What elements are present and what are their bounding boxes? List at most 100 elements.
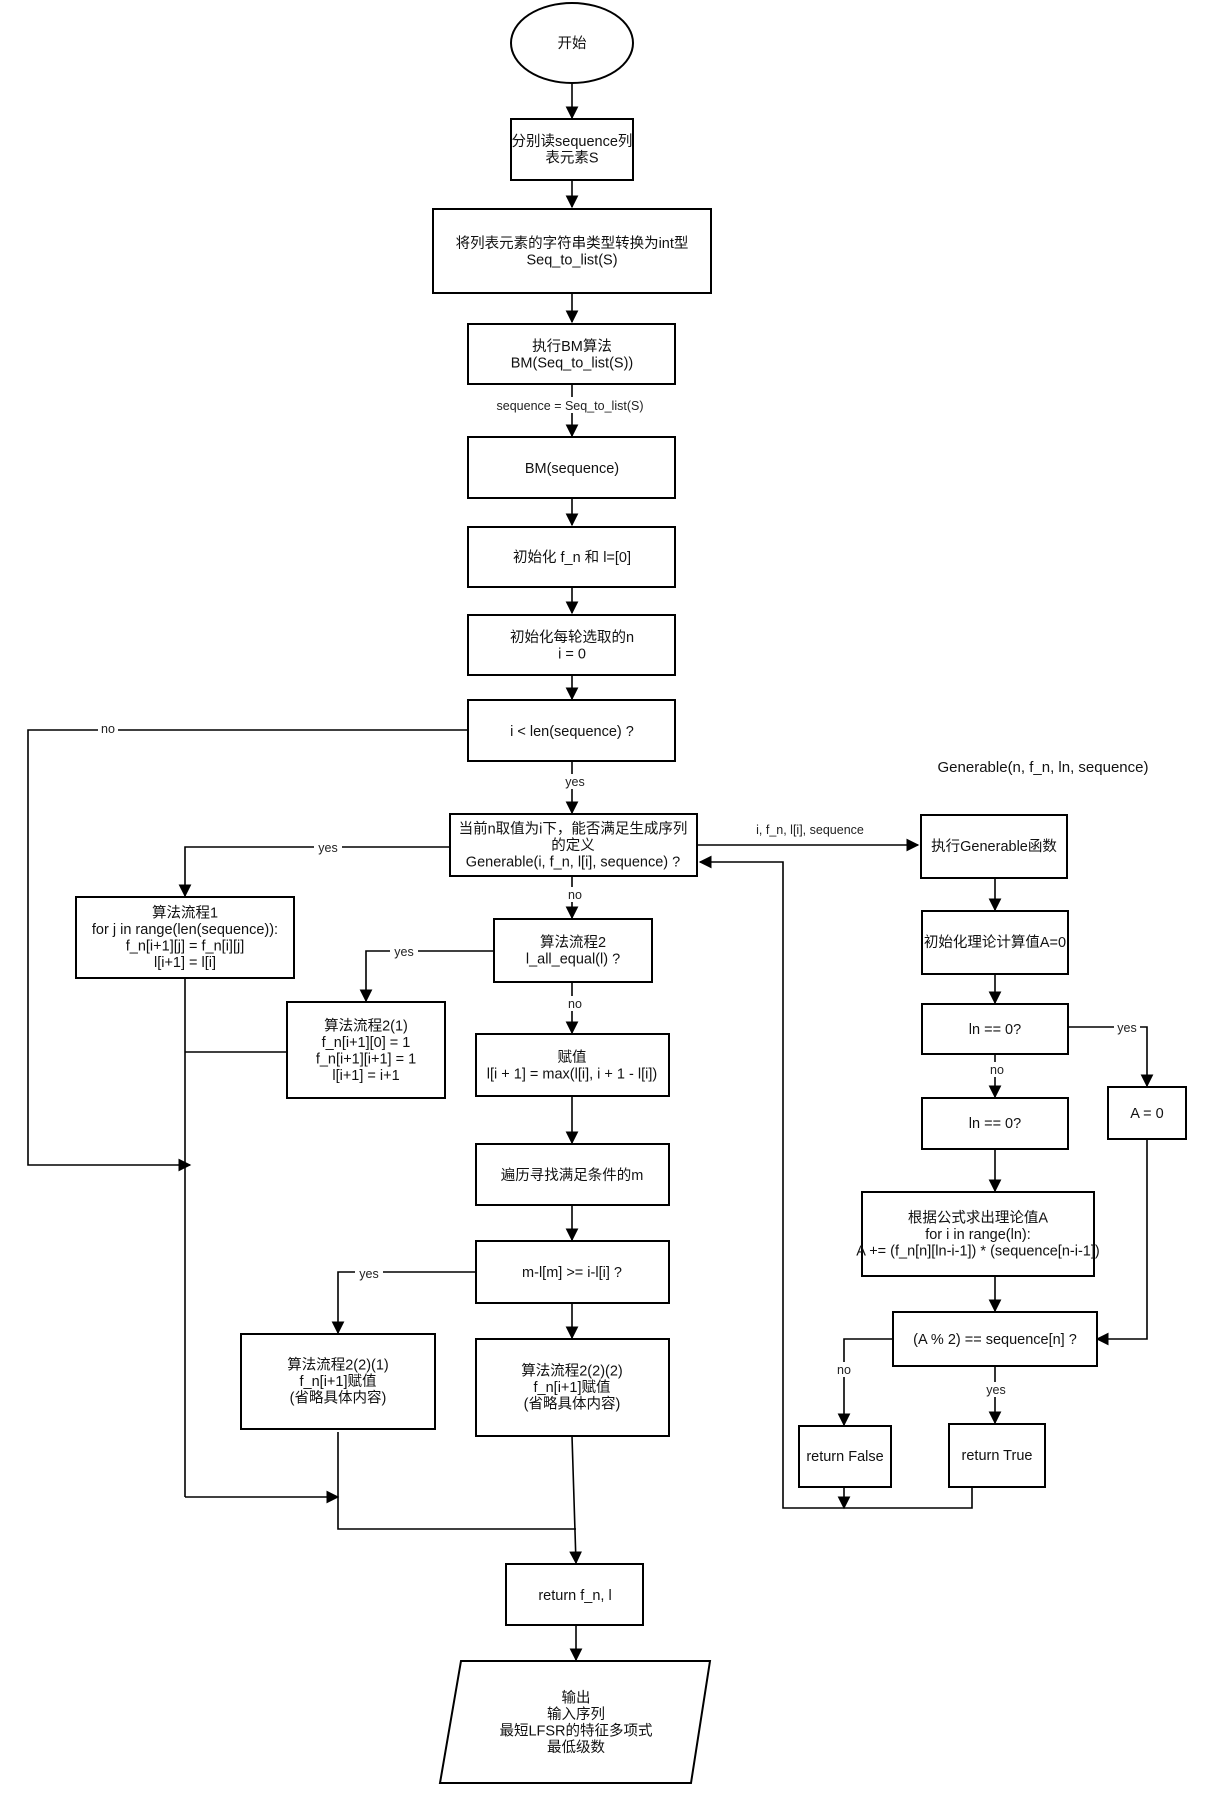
node-line: BM(Seq_to_list(S)) [511,355,633,371]
edge-flow2-2-2-return [569,1435,583,1565]
flow2-2-1-node-text: 算法流程2(2)(1)f_n[i+1]赋值(省略具体内容) [287,1357,389,1407]
flow2-2-2-node-text: 算法流程2(2)(2)f_n[i+1]赋值(省略具体内容) [521,1363,623,1413]
node-line: m-l[m] >= i-l[i] ? [522,1265,622,1281]
ln-zero-1-node-text: ln == 0? [969,1022,1021,1038]
a-zero-node-text: A = 0 [1130,1106,1163,1122]
node-line: 当前n取值为i下，能否满足生成序列 [459,821,688,838]
edge-label-ln-yes: yes [1117,1021,1136,1035]
label-bg [314,840,342,855]
node-line: ln == 0? [969,1116,1021,1132]
node-line: return True [962,1448,1033,1464]
label-bg [565,996,585,1011]
init-n-node-shape [467,614,676,676]
node-line: A = 0 [1130,1106,1163,1122]
node-line: f_n[i+1]赋值 [534,1379,611,1396]
node-line: i < len(sequence) ? [510,724,634,740]
edge-return-back [698,855,973,1509]
edge-label-sequence-assign: sequence = Seq_to_list(S) [497,399,644,413]
edge-flow2-yes [359,950,494,1003]
gen-init-node-text: 初始化理论计算值A=0 [924,934,1066,951]
node-line: 最短LFSR的特征多项式 [499,1722,653,1739]
node-line: 算法流程1 [152,904,218,921]
edge-label-mod-yes: yes [986,1383,1005,1397]
edge-loop-no [27,729,468,1172]
node-line: 执行Generable函数 [931,838,1057,855]
node-line: 将列表元素的字符串类型转换为int型 [456,235,689,252]
edge-label-mod-no: no [837,1363,851,1377]
shapes [75,2,1187,1784]
assign-node-shape [475,1033,670,1097]
start-node-text: 开始 [558,35,587,52]
ln-zero-2-node-shape [921,1097,1069,1150]
edges [27,84,1154,1662]
label-bg [98,720,118,735]
node-line: return f_n, l [538,1588,611,1604]
label-bg [565,887,585,902]
node-line: 初始化理论计算值A=0 [924,934,1066,951]
edge-label-m-yes: yes [359,1267,378,1281]
node-line: 算法流程2(2)(2) [521,1363,623,1380]
gen-exec-node-shape [920,814,1068,879]
edge-generable-yes [178,846,450,898]
convert-node-shape [432,208,712,294]
node-line: l_all_equal(l) ? [526,951,620,967]
node-line: 表元素S [545,149,598,166]
label-bg [750,822,870,837]
formula-node-shape [861,1191,1095,1277]
node-line: 算法流程2(2)(1) [287,1357,389,1374]
read-node-text: 分别读sequence列表元素S [512,133,633,167]
m-cond-node-shape [475,1240,670,1304]
ret-false-node-shape [798,1425,892,1488]
node-line: BM(sequence) [525,461,619,477]
m-cond-node-text: m-l[m] >= i-l[i] ? [522,1265,622,1281]
edge-mcond-yes [331,1271,476,1335]
edge-label-loop-no: no [101,722,115,736]
label-bg [833,1362,855,1377]
ret-true-node-text: return True [962,1448,1033,1464]
node-line: 算法流程2(1) [324,1017,408,1034]
output-node-text: 输出输入序列最短LFSR的特征多项式最低级数 [499,1689,653,1756]
edge-flow2-2-1-down [337,1432,576,1530]
label-bg [983,1382,1009,1397]
node-line: for i in range(ln): [925,1227,1031,1243]
start-node-shape [510,2,634,84]
flow2-2-2-node-shape [475,1338,670,1437]
edge-label-flow2-no: no [568,997,582,1011]
node-line: l[i + 1] = max(l[i], i + 1 - l[i]) [487,1066,657,1082]
node-line: 赋值 [558,1049,587,1066]
node-line: 初始化 f_n 和 l=[0] [513,549,631,566]
node-line: f_n[i+1][0] = 1 [322,1035,411,1051]
flow2-2-1-node-shape [240,1333,436,1430]
node-line: 算法流程2 [540,934,606,951]
loop-cond-node-shape [467,699,676,762]
node-line: A += (f_n[n][ln-i-1]) * (sequence[n-i-1]… [856,1244,1099,1260]
return-fn-node-shape [505,1563,644,1626]
bm-exec-node-shape [467,323,676,385]
ret-false-node-text: return False [806,1449,883,1465]
node-line: 最低级数 [547,1739,605,1756]
output-node-shape [438,1660,712,1784]
edge-mod-no [837,1338,893,1427]
ret-true-node-shape [948,1423,1046,1488]
node-line: return False [806,1449,883,1465]
a-zero-node-shape [1107,1086,1187,1140]
edge-label-gen-yes: yes [318,841,337,855]
label-bg [495,397,645,413]
read-node-shape [510,118,634,181]
find-m-node-shape [475,1143,670,1206]
node-line: for j in range(len(sequence)): [92,922,278,938]
bm-call-node-shape [467,436,676,499]
node-line: 输入序列 [547,1706,605,1723]
edge-label-ln-no: no [990,1063,1004,1077]
node-line: ln == 0? [969,1022,1021,1038]
gen-exec-node-text: 执行Generable函数 [931,838,1057,855]
flow1-node-shape [75,896,295,979]
